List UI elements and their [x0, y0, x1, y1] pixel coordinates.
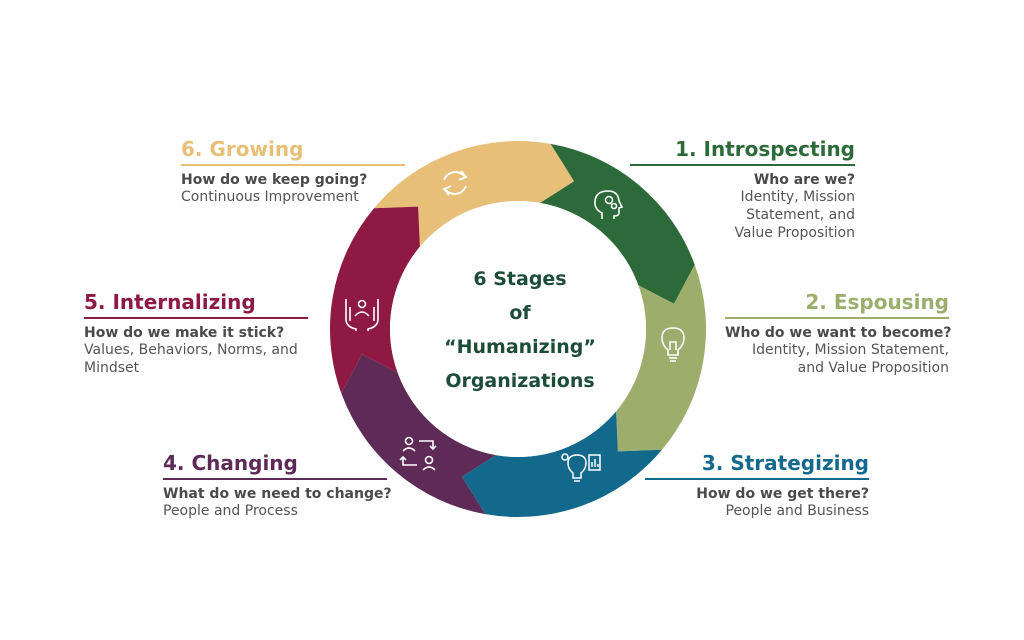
center-line-3: “Humanizing”: [444, 336, 596, 358]
segment-strategizing: [461, 411, 662, 517]
stage-desc-line: Continuous Improvement: [181, 189, 359, 205]
stage-question: How do we keep going?: [181, 172, 368, 188]
stage-question: How do we make it stick?: [84, 325, 285, 341]
people-exchange-icon: [399, 436, 437, 471]
stage-title: 4. Changing: [163, 451, 298, 475]
stage-desc-line: and Value Proposition: [797, 360, 949, 376]
stage-desc-line: Statement, and: [746, 207, 855, 223]
segment-espousing: [616, 264, 707, 452]
center-line-4: Organizations: [445, 370, 595, 392]
stage-growing: 6. Growing How do we keep going? Continu…: [181, 137, 405, 206]
divider: [645, 478, 869, 480]
stage-title: 1. Introspecting: [675, 137, 855, 161]
stage-question: Who do we want to become?: [725, 325, 952, 341]
center-line-2: of: [509, 302, 531, 324]
stage-desc-line: People and Process: [163, 503, 298, 519]
head-gears-icon: [594, 190, 624, 219]
stage-strategizing: 3. Strategizing How do we get there? Peo…: [645, 451, 869, 520]
segment-growing: [374, 141, 575, 247]
center-disc: [390, 201, 646, 457]
stage-desc-line: People and Business: [725, 503, 870, 519]
stage-changing: 4. Changing What do we need to change? P…: [163, 451, 392, 520]
stage-title: 3. Strategizing: [701, 451, 869, 475]
stage-desc-line: Values, Behaviors, Norms, and: [84, 342, 298, 358]
stage-desc-line: Value Proposition: [734, 225, 855, 241]
divider: [84, 317, 308, 319]
stage-question: What do we need to change?: [163, 486, 392, 502]
divider: [630, 164, 855, 166]
divider: [181, 164, 405, 166]
stage-title: 5. Internalizing: [84, 290, 256, 314]
segment-internalizing: [329, 206, 420, 394]
refresh-cycle-icon: [442, 170, 468, 196]
lightbulb-icon: [661, 327, 685, 362]
hands-holding-person-icon: [345, 299, 379, 331]
segment-introspecting: [540, 143, 695, 304]
divider: [725, 317, 949, 319]
segment-changing: [341, 354, 496, 515]
stage-desc-line: Identity, Mission: [740, 189, 855, 205]
center-line-1: 6 Stages: [473, 268, 567, 290]
stage-desc-line: Mindset: [84, 360, 140, 376]
stage-question: Who are we?: [753, 172, 855, 188]
stage-internalizing: 5. Internalizing How do we make it stick…: [84, 290, 308, 377]
stage-desc-line: Identity, Mission Statement,: [751, 342, 949, 358]
stage-question: How do we get there?: [696, 486, 869, 502]
strategy-bulb-chart-icon: [561, 453, 601, 482]
center-title: 6 Stages of “Humanizing” Organizations: [430, 262, 610, 398]
divider: [163, 478, 387, 480]
stage-introspecting: 1. Introspecting Who are we? Identity, M…: [630, 137, 855, 242]
stage-espousing: 2. Espousing Who do we want to become? I…: [725, 290, 952, 377]
stage-title: 6. Growing: [181, 137, 304, 161]
stage-title: 2. Espousing: [805, 290, 949, 314]
